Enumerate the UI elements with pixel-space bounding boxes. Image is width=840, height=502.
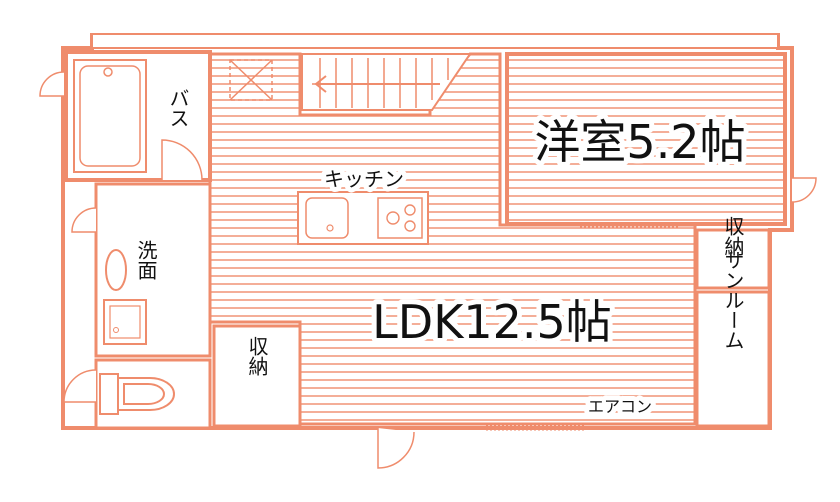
storage-right-label: 収納	[721, 216, 745, 256]
entrance-door-icon	[377, 428, 415, 469]
bathtub-inner	[79, 65, 141, 167]
aircon-label: エアコン	[588, 397, 652, 416]
storage-right-room	[695, 228, 771, 290]
top-beam	[91, 33, 779, 49]
sunroom-label: サンルーム	[721, 250, 745, 350]
washroom-label: 洗面	[134, 240, 158, 280]
toilet-icon	[99, 373, 175, 415]
western-room-label: 洋室5.2帖	[534, 115, 745, 169]
kitchen-sink-icon	[305, 197, 349, 239]
outer-walls	[61, 33, 794, 430]
door-swing-left-low-icon	[63, 369, 97, 403]
door-swing-left-top-icon	[39, 71, 65, 97]
washbasin-icon	[105, 249, 127, 291]
stair-arrow-icon	[314, 75, 440, 93]
bath-door-icon	[161, 139, 203, 181]
door-swing-left-mid-icon	[71, 207, 97, 233]
ceiling-hatch-icon	[229, 59, 273, 101]
bath-drain-icon	[103, 67, 113, 77]
ldk-label: LDK12.5帖	[372, 295, 612, 349]
stove-icon	[377, 197, 423, 239]
western-room-door-icon	[791, 177, 817, 203]
sunroom	[695, 290, 771, 428]
washing-machine-icon	[103, 299, 147, 345]
storage-left-label: 収納	[245, 336, 269, 376]
kitchen-label: キッチン	[324, 167, 404, 191]
bath-label: バス	[166, 88, 190, 128]
storage-left-room	[212, 324, 302, 428]
stair-area	[301, 53, 472, 111]
